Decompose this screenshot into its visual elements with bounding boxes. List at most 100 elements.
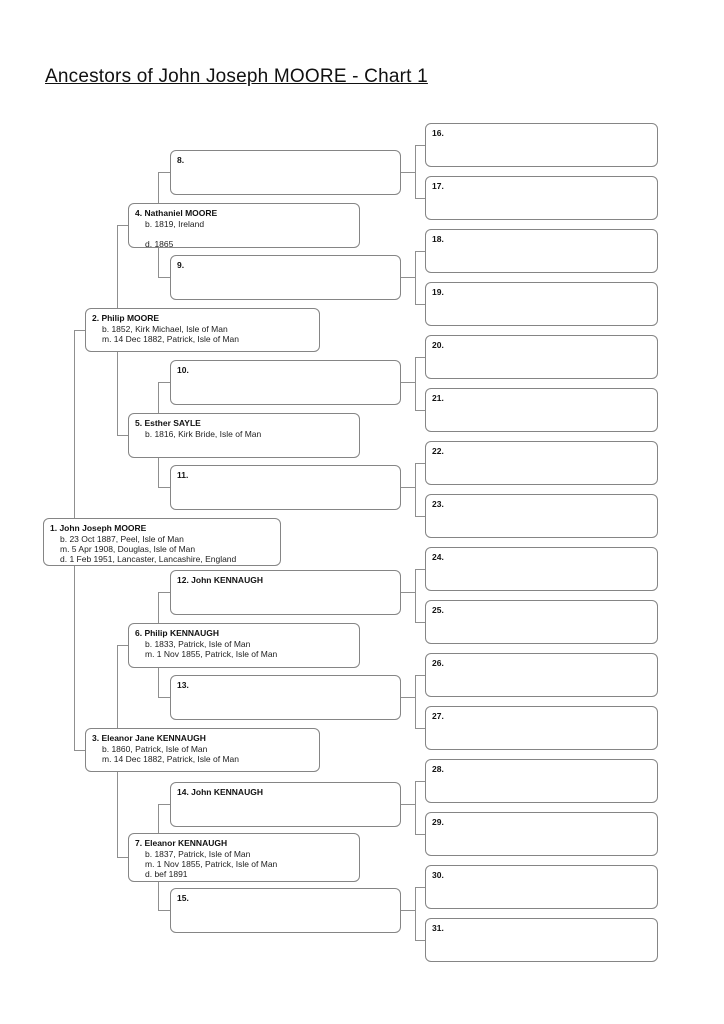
person-box-13: 13.	[170, 675, 401, 720]
birth-detail: b. 23 Oct 1887, Peel, Isle of Man	[60, 534, 184, 544]
person-box-25: 25.	[425, 600, 658, 644]
connector-line	[401, 172, 415, 173]
person-label: 23.	[432, 499, 444, 509]
person-label: 21.	[432, 393, 444, 403]
blank-detail	[145, 229, 359, 239]
person-label: 7. Eleanor KENNAUGH	[135, 838, 228, 848]
connector-line	[117, 225, 128, 226]
person-box-27: 27.	[425, 706, 658, 750]
connector-line	[415, 251, 425, 252]
connector-line	[158, 910, 170, 911]
person-label: 25.	[432, 605, 444, 615]
connector-line	[158, 172, 170, 173]
person-details: b. 1833, Patrick, Isle of Man m. 1 Nov 1…	[129, 639, 359, 659]
person-label: 9.	[177, 260, 185, 270]
person-box-11: 11.	[170, 465, 401, 510]
connector-line	[158, 277, 170, 278]
birth-detail: b. 1816, Kirk Bride, Isle of Man	[145, 429, 262, 439]
person-box-1: 1. John Joseph MOORE b. 23 Oct 1887, Pee…	[43, 518, 281, 566]
person-label: 2. Philip MOORE	[92, 313, 160, 323]
person-box-31: 31.	[425, 918, 658, 962]
marriage-detail: m. 5 Apr 1908, Douglas, Isle of Man	[60, 544, 196, 554]
person-details: b. 1860, Patrick, Isle of Man m. 14 Dec …	[86, 744, 319, 764]
person-box-18: 18.	[425, 229, 658, 273]
person-box-30: 30.	[425, 865, 658, 909]
connector-line	[415, 834, 425, 835]
person-label: 3. Eleanor Jane KENNAUGH	[92, 733, 206, 743]
person-label: 27.	[432, 711, 444, 721]
person-label: 1. John Joseph MOORE	[50, 523, 147, 533]
person-label: 11.	[177, 470, 189, 480]
person-box-19: 19.	[425, 282, 658, 326]
person-label: 10.	[177, 365, 189, 375]
person-box-5: 5. Esther SAYLE b. 1816, Kirk Bride, Isl…	[128, 413, 360, 458]
person-box-29: 29.	[425, 812, 658, 856]
person-box-23: 23.	[425, 494, 658, 538]
connector-line	[401, 277, 415, 278]
connector-line	[415, 675, 416, 728]
connector-line	[415, 887, 425, 888]
marriage-detail: m. 14 Dec 1882, Patrick, Isle of Man	[102, 754, 240, 764]
person-box-20: 20.	[425, 335, 658, 379]
person-label: 17.	[432, 181, 444, 191]
person-label: 24.	[432, 552, 444, 562]
connector-line	[158, 487, 170, 488]
person-details: b. 1819, Ireland d. 1865	[129, 219, 359, 249]
birth-detail: b. 1837, Patrick, Isle of Man	[145, 849, 251, 859]
person-label: 13.	[177, 680, 189, 690]
connector-line	[401, 804, 415, 805]
connector-line	[415, 675, 425, 676]
connector-line	[401, 910, 415, 911]
connector-line	[415, 887, 416, 940]
person-box-28: 28.	[425, 759, 658, 803]
person-box-15: 15.	[170, 888, 401, 933]
connector-line	[415, 569, 416, 622]
marriage-detail: m. 14 Dec 1882, Patrick, Isle of Man	[102, 334, 240, 344]
person-box-22: 22.	[425, 441, 658, 485]
person-details: b. 1816, Kirk Bride, Isle of Man	[129, 429, 359, 439]
person-label: 31.	[432, 923, 444, 933]
page-title: Ancestors of John Joseph MOORE - Chart 1	[45, 66, 428, 87]
person-details: b. 23 Oct 1887, Peel, Isle of Man m. 5 A…	[44, 534, 280, 564]
connector-line	[415, 463, 425, 464]
connector-line	[415, 145, 416, 198]
connector-line	[415, 940, 425, 941]
person-box-12: 12. John KENNAUGH	[170, 570, 401, 615]
person-label: 18.	[432, 234, 444, 244]
connector-line	[117, 435, 128, 436]
connector-line	[74, 750, 85, 751]
connector-line	[415, 251, 416, 304]
person-box-3: 3. Eleanor Jane KENNAUGH b. 1860, Patric…	[85, 728, 320, 772]
person-label: 15.	[177, 893, 189, 903]
connector-line	[401, 382, 415, 383]
person-label: 20.	[432, 340, 444, 350]
person-label: 12. John KENNAUGH	[177, 575, 263, 585]
person-box-14: 14. John KENNAUGH	[170, 782, 401, 827]
connector-line	[401, 697, 415, 698]
death-detail: d. 1865	[145, 239, 174, 249]
death-detail: d. 1 Feb 1951, Lancaster, Lancashire, En…	[60, 554, 237, 564]
person-box-16: 16.	[425, 123, 658, 167]
birth-detail: b. 1833, Patrick, Isle of Man	[145, 639, 251, 649]
person-box-4: 4. Nathaniel MOORE b. 1819, Ireland d. 1…	[128, 203, 360, 249]
connector-line	[117, 857, 128, 858]
person-label: 28.	[432, 764, 444, 774]
connector-line	[415, 728, 425, 729]
connector-line	[158, 592, 170, 593]
connector-line	[415, 145, 425, 146]
connector-line	[158, 697, 170, 698]
death-detail: d. bef 1891	[145, 869, 188, 879]
person-label: 4. Nathaniel MOORE	[135, 208, 218, 218]
person-box-26: 26.	[425, 653, 658, 697]
person-label: 6. Philip KENNAUGH	[135, 628, 220, 638]
person-box-24: 24.	[425, 547, 658, 591]
connector-line	[158, 382, 170, 383]
connector-line	[415, 198, 425, 199]
marriage-detail: m. 1 Nov 1855, Patrick, Isle of Man	[145, 859, 278, 869]
person-box-2: 2. Philip MOORE b. 1852, Kirk Michael, I…	[85, 308, 320, 352]
person-box-21: 21.	[425, 388, 658, 432]
connector-line	[415, 781, 416, 834]
person-label: 19.	[432, 287, 444, 297]
connector-line	[401, 487, 415, 488]
